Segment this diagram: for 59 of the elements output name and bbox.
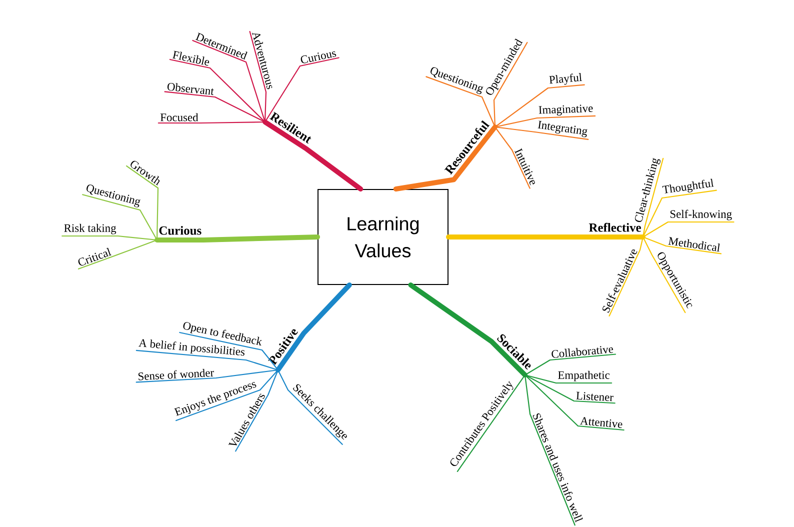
branch-line <box>426 76 496 128</box>
branch-line <box>249 31 267 123</box>
branch-line <box>494 126 589 140</box>
branch-line <box>192 40 266 123</box>
leaf-label: Open to feedback <box>183 322 262 346</box>
branch-line <box>126 165 159 241</box>
branch-label: Reflective <box>588 222 641 232</box>
branch-line <box>524 354 616 376</box>
leaf-label: Observant <box>168 82 214 95</box>
branch-line <box>446 234 646 240</box>
branch-line <box>393 124 498 192</box>
branch-line <box>493 42 528 128</box>
leaf-label: Collaborative <box>552 346 614 358</box>
branch-line <box>494 126 530 189</box>
branch-line <box>524 374 624 431</box>
branch-line <box>642 158 664 238</box>
leaf-label: Thoughtful <box>662 178 714 194</box>
branch-line <box>235 369 279 452</box>
branch-line <box>62 235 158 241</box>
branch-line <box>78 239 158 270</box>
branch-line <box>176 369 279 422</box>
branch-line <box>136 350 279 371</box>
branch-label: Curious <box>159 226 202 235</box>
branch-line <box>136 369 279 383</box>
branch-line <box>154 234 320 242</box>
branch-line <box>169 58 266 123</box>
branch-line <box>408 282 528 378</box>
branch-line <box>524 374 616 404</box>
leaf-label: Curious <box>300 51 336 64</box>
branch-line <box>82 194 158 241</box>
leaf-label: Playful <box>549 73 582 85</box>
leaf-label: Methodical <box>668 237 720 252</box>
branch-line <box>456 374 526 472</box>
branch-line <box>524 374 576 526</box>
branch-line <box>494 84 585 128</box>
branch-line <box>642 221 734 238</box>
leaf-label: Focused <box>160 113 198 122</box>
leaf-label: Integrating <box>538 120 588 138</box>
branch-line <box>642 236 722 254</box>
branch-line <box>277 369 343 445</box>
leaf-label: Listener <box>576 392 614 402</box>
leaf-label: Attentive <box>580 417 622 428</box>
leaf-label: Critical <box>78 248 112 266</box>
branch-line <box>262 120 364 192</box>
title-box: Learning Values <box>318 189 448 285</box>
branch-line <box>264 57 340 123</box>
branch-line <box>642 190 717 238</box>
branch-line <box>524 374 612 384</box>
branch-line <box>642 236 686 314</box>
leaf-label: Empathetic <box>558 370 610 382</box>
branch-line <box>164 91 266 123</box>
leaf-label: Imaginative <box>538 104 593 116</box>
branch-line <box>276 282 352 372</box>
leaf-label: Self-knowing <box>670 210 732 220</box>
branch-line <box>494 115 596 128</box>
branch-line <box>179 332 279 371</box>
leaf-label: Risk taking <box>64 224 116 234</box>
branch-line <box>158 121 266 124</box>
leaf-label: Sense of wonder <box>138 368 214 380</box>
